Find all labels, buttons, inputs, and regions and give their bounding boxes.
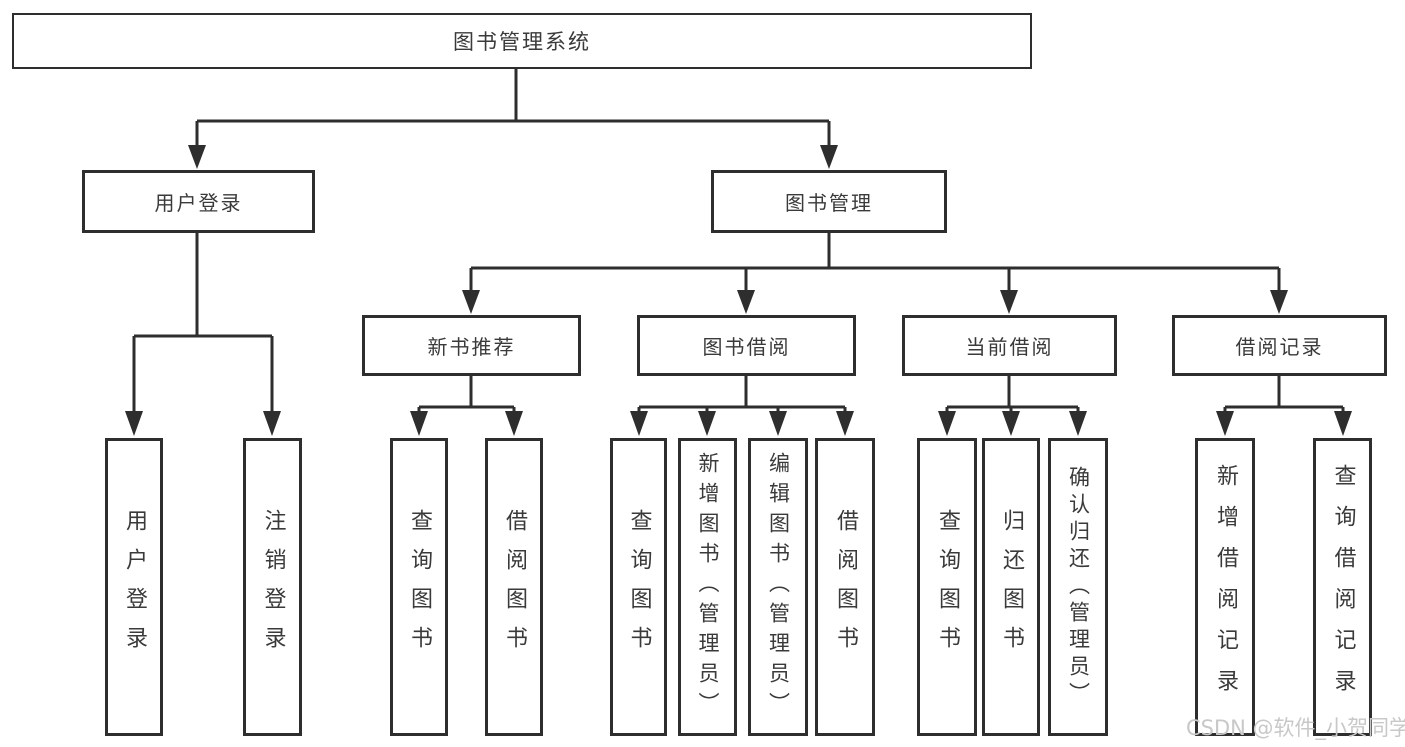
node-library-management-system: 图书管理系统 [12,13,1032,69]
leaf-add-book-admin-label: 新增图书（管理员） [696,452,720,722]
leaf-query-books-current-label: 查询图书 [935,509,960,665]
leaf-borrow-books-label: 借阅图书 [833,509,858,665]
leaf-query-borrow-record-label: 查询借阅记录 [1330,464,1356,710]
node-borrow-records: 借阅记录 [1172,315,1387,376]
leaf-confirm-return-admin-label: 确认归还（管理员） [1066,465,1091,709]
leaf-borrow-books: 借阅图书 [815,438,875,736]
leaf-user-login-label: 用户登录 [122,509,147,665]
csdn-watermark: CSDN @软件_小贺同学 [1186,716,1405,740]
leaf-confirm-return-admin: 确认归还（管理员） [1048,438,1108,736]
leaf-return-book-label: 归还图书 [999,509,1024,665]
arrowheads [125,145,1352,436]
leaf-borrow-books-recommend-label: 借阅图书 [502,509,527,665]
leaf-query-books-borrow: 查询图书 [610,438,667,736]
leaf-logout-label: 注销登录 [260,509,286,665]
node-current-borrow: 当前借阅 [902,315,1117,376]
leaf-query-books-borrow-label: 查询图书 [626,509,652,665]
leaf-add-borrow-record: 新增借阅记录 [1195,438,1255,736]
node-book-management: 图书管理 [711,170,947,233]
leaf-query-books-current: 查询图书 [917,438,977,736]
leaf-logout: 注销登录 [243,438,302,736]
node-user-login: 用户登录 [82,170,315,233]
leaf-add-book-admin: 新增图书（管理员） [678,438,737,736]
leaf-borrow-books-recommend: 借阅图书 [485,438,543,736]
node-new-book-recommend: 新书推荐 [362,315,581,376]
leaf-query-borrow-record: 查询借阅记录 [1313,438,1372,736]
leaf-return-book: 归还图书 [982,438,1040,736]
leaf-edit-book-admin-label: 编辑图书（管理员） [766,452,791,722]
leaf-add-borrow-record-label: 新增借阅记录 [1213,464,1238,710]
leaf-query-books-recommend-label: 查询图书 [407,509,432,665]
leaf-query-books-recommend: 查询图书 [390,438,448,736]
leaf-user-login: 用户登录 [105,438,163,736]
node-book-borrow: 图书借阅 [637,315,856,376]
leaf-edit-book-admin: 编辑图书（管理员） [748,438,808,736]
